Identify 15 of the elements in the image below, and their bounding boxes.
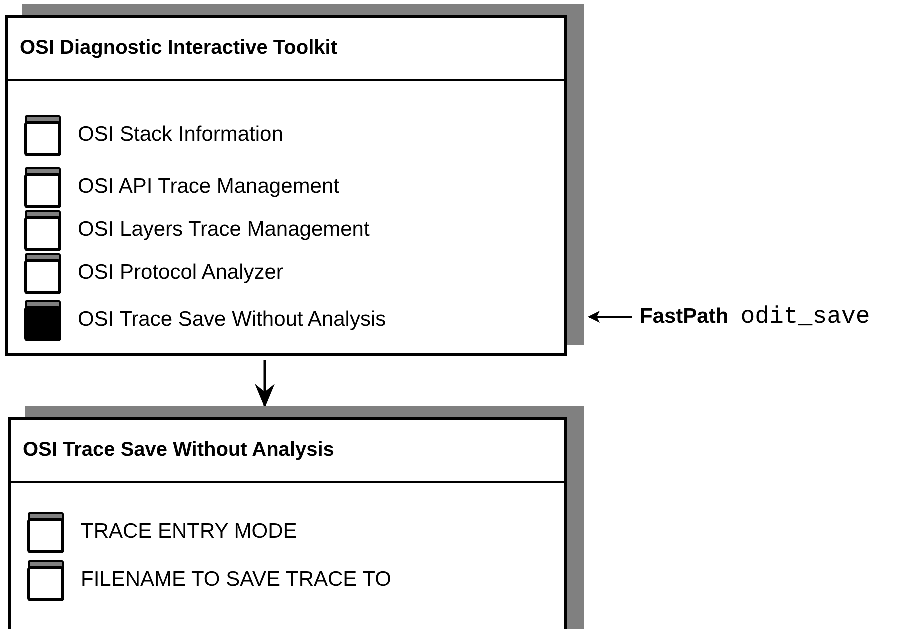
arrow [588, 311, 632, 323]
fastpath-label: FastPath [640, 304, 729, 330]
menu-item-label: FILENAME TO SAVE TRACE TO [81, 569, 392, 590]
menu-item-label: OSI Protocol Analyzer [78, 262, 284, 283]
menu-item-label: OSI Stack Information [78, 124, 284, 145]
panel-title: OSI Diagnostic Interactive Toolkit [20, 38, 338, 58]
menu-item-label: TRACE ENTRY MODE [81, 521, 298, 542]
menu-item-label: OSI Trace Save Without Analysis [78, 309, 386, 330]
arrow [255, 360, 275, 408]
panel [5, 15, 567, 356]
panel-title: OSI Trace Save Without Analysis [23, 440, 334, 460]
menu-item-label: OSI API Trace Management [78, 176, 340, 197]
menu-item-label: OSI Layers Trace Management [78, 219, 370, 240]
panel [8, 417, 567, 629]
command-name: odit_save [740, 303, 870, 333]
